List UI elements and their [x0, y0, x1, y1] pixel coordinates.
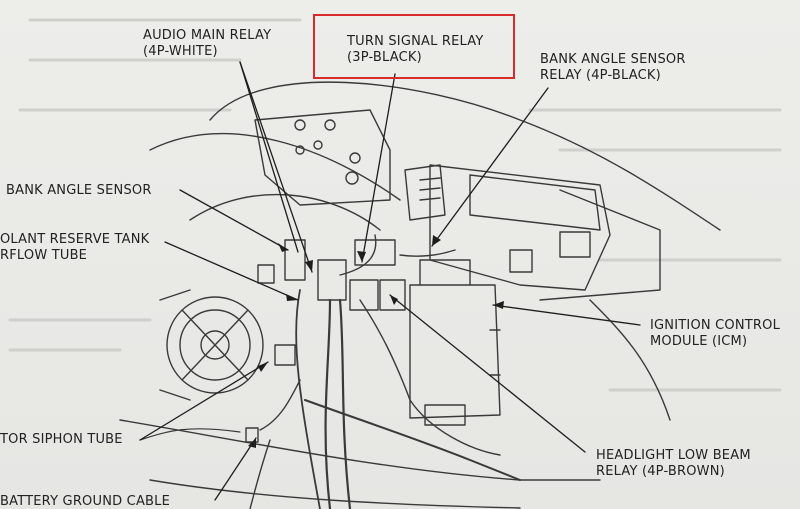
bank-angle-sensor-relay-spec: RELAY (4P-BLACK) [540, 68, 661, 83]
ignition-control-module-title: IGNITION CONTROL [650, 318, 781, 333]
relay-block [284, 239, 306, 281]
icm-module [409, 284, 501, 419]
siphon-tube-label: TOR SIPHON TUBE [0, 432, 123, 447]
frame-outline [149, 132, 401, 201]
turn-signal-relay-label: TURN SIGNAL RELAY (3P-BLACK) [347, 34, 484, 66]
relay-bracket [254, 109, 391, 206]
bank-angle-sensor-relay-title: BANK ANGLE SENSOR [540, 52, 686, 67]
headlight-low-beam-relay-spec: RELAY (4P-BROWN) [596, 464, 725, 479]
leader-coolant-tank [164, 241, 299, 301]
alternator [166, 296, 264, 394]
leader-battery-ground [214, 437, 257, 501]
leader-headlight-relay [389, 294, 586, 453]
audio-main-relay-spec: (4P-WHITE) [143, 44, 218, 59]
overflow-tube-title: RFLOW TUBE [0, 248, 88, 263]
turn-signal-relay-highlight [313, 14, 515, 79]
audio-main-relay-title: AUDIO MAIN RELAY [143, 28, 272, 43]
frame-outline [209, 81, 721, 231]
ignition-control-module-label: IGNITION CONTROL MODULE (ICM) [650, 318, 780, 350]
coolant-reserve-tank-title: OLANT RESERVE TANK [0, 232, 150, 247]
audio-main-relay-label: AUDIO MAIN RELAY (4P-WHITE) [143, 28, 271, 60]
battery-ground-cable-label: BATTERY GROUND CABLE [0, 494, 171, 509]
bank-angle-sensor-label: BANK ANGLE SENSOR [6, 183, 152, 198]
leader-turn-signal-relay [361, 73, 396, 263]
wiring-harness [324, 298, 332, 509]
headlight-low-beam-relay-title: HEADLIGHT LOW BEAM [596, 448, 751, 463]
turn-signal-relay-spec: (3P-BLACK) [347, 50, 422, 65]
leader-audio-main-relay [239, 61, 313, 273]
leader-siphon-tube [139, 361, 269, 441]
turn-signal-relay-title: TURN SIGNAL RELAY [347, 34, 484, 49]
bank-angle-sensor-relay-label: BANK ANGLE SENSOR RELAY (4P-BLACK) [540, 52, 686, 84]
leader-icm [492, 304, 641, 326]
leader-bank-angle-relay [431, 87, 549, 247]
bleed-through-lines [8, 18, 782, 392]
coolant-reserve-tank-label: OLANT RESERVE TANK RFLOW TUBE [0, 232, 149, 264]
headlight-low-beam-relay-label: HEADLIGHT LOW BEAM RELAY (4P-BROWN) [596, 448, 751, 480]
ignition-control-module-abbrev: MODULE (ICM) [650, 334, 748, 349]
leader-bank-angle-sensor [179, 189, 289, 251]
